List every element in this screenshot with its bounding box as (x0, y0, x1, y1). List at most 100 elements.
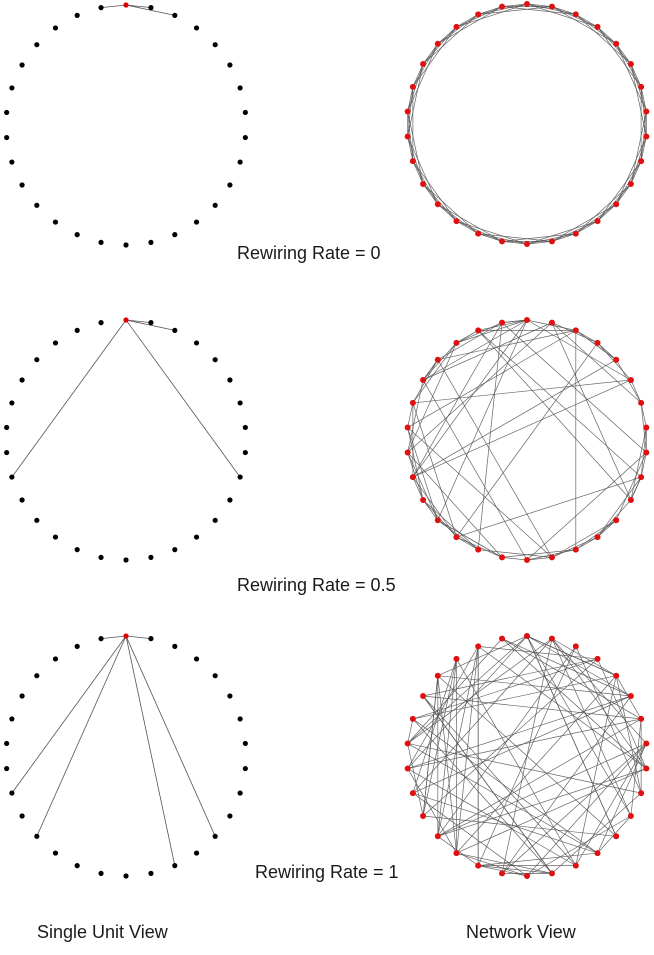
network-edge (407, 43, 439, 112)
network-edge (412, 476, 424, 501)
node (9, 85, 15, 91)
network-edge (437, 718, 642, 837)
network-node (627, 61, 634, 67)
network-edge (412, 402, 457, 538)
network-edge (422, 499, 479, 550)
network-edge (502, 241, 528, 245)
network-node (627, 813, 634, 819)
network-edge (412, 63, 424, 88)
network-node (638, 474, 645, 481)
node (212, 517, 218, 523)
network-edge (630, 63, 642, 88)
node (19, 813, 25, 819)
network-node (524, 241, 530, 247)
node (242, 740, 248, 747)
rewiring-rate-label-0-5: Rewiring Rate = 0.5 (237, 575, 396, 595)
highlighted-node (123, 317, 129, 323)
network-edge (575, 330, 598, 344)
network-edge (597, 476, 642, 538)
network-edge (407, 638, 553, 744)
network-edge (502, 3, 528, 7)
network-edge (526, 635, 632, 817)
network-edge (412, 342, 457, 404)
network-edge (423, 695, 642, 720)
node (242, 424, 248, 431)
node (172, 547, 178, 553)
node (148, 636, 154, 642)
network-edge (407, 635, 528, 769)
single-edge (125, 635, 176, 866)
network-node (643, 740, 650, 747)
network-node (409, 158, 416, 165)
node (19, 497, 25, 503)
network-edge (407, 427, 439, 521)
network-edge (640, 402, 647, 428)
network-node (627, 377, 634, 383)
node (193, 340, 200, 346)
network-edge (437, 319, 528, 521)
network-edge (412, 319, 528, 478)
network-edge (575, 675, 617, 866)
network-edge (501, 638, 553, 874)
network-diagram (404, 633, 650, 879)
network-edge (477, 646, 647, 769)
network-edge (597, 520, 617, 538)
network-edge (437, 635, 528, 677)
network-node (594, 339, 601, 346)
network-node (594, 534, 601, 541)
network-edge (407, 342, 457, 453)
network-node (453, 850, 460, 857)
network-edge (422, 183, 439, 205)
node (148, 239, 154, 245)
network-edge (526, 452, 647, 561)
network-node (572, 546, 579, 553)
node (227, 377, 233, 383)
node (172, 643, 178, 649)
network-edge (407, 452, 439, 521)
node (74, 547, 80, 553)
network-edge (630, 476, 642, 501)
node (34, 833, 40, 839)
network-edge (526, 635, 632, 697)
node (34, 42, 40, 48)
network-diagram (404, 317, 650, 563)
network-edge (412, 675, 617, 720)
network-node (572, 862, 579, 869)
network-edge (407, 452, 503, 558)
panels-layer (4, 1, 650, 879)
node (148, 870, 154, 876)
network-edge (456, 3, 528, 28)
network-edge (412, 160, 457, 222)
network-edge (422, 695, 577, 866)
network-edge (456, 646, 479, 854)
node (237, 716, 243, 722)
single-edge (11, 319, 127, 478)
node (193, 850, 200, 856)
node (237, 400, 243, 406)
node (237, 85, 243, 91)
single-edge (11, 635, 127, 794)
network-edge (456, 319, 528, 344)
network-node (475, 643, 482, 650)
node (227, 62, 233, 68)
node (98, 870, 104, 876)
network-edge (412, 379, 632, 478)
network-node (638, 399, 645, 406)
network-edge (575, 220, 598, 234)
network-node (420, 497, 427, 503)
node (52, 656, 59, 662)
network-edge (526, 815, 632, 877)
network-node (404, 740, 411, 747)
network-node (524, 873, 530, 879)
network-node (420, 61, 427, 67)
node (19, 182, 25, 188)
node (4, 765, 10, 772)
network-edge (422, 319, 528, 381)
network-node (572, 230, 579, 237)
network-edge (615, 43, 647, 112)
network-node (638, 158, 645, 165)
node (123, 557, 129, 563)
single-edge (36, 635, 127, 837)
network-edge (575, 183, 632, 234)
network-edge (478, 646, 598, 660)
